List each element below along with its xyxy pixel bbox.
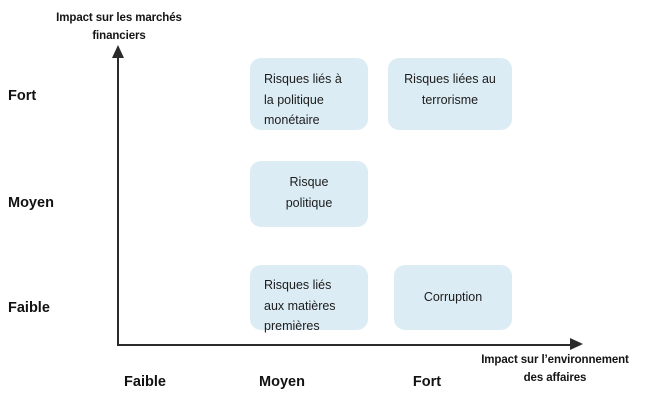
x-axis-arrowhead-icon (570, 338, 583, 350)
y-tick-label-faible: Faible (8, 300, 50, 316)
x-axis-title-line1: Impact sur l’environnement (481, 354, 629, 366)
x-tick-label-fort: Fort (412, 374, 442, 390)
risk-box-commodities-line3: premières (264, 319, 320, 334)
x-axis-title-line2: des affaires (523, 371, 587, 384)
risk-box-commodities[interactable]: Risques liés aux matières premières (250, 265, 368, 333)
y-axis-line (117, 57, 119, 346)
risk-box-commodities-line1: Risques liés (264, 278, 332, 292)
risk-box-monetary-policy-line3: monétaire (264, 113, 320, 128)
risk-box-terrorism-line2: terrorisme (421, 92, 479, 107)
risk-box-political[interactable]: Risque politique (250, 161, 368, 227)
y-tick-label-moyen: Moyen (8, 195, 54, 211)
y-axis-title-line2: financiers (92, 29, 146, 42)
x-axis-title: Impact sur l’environnement des affaires (461, 352, 649, 388)
x-tick-label-faible: Faible (124, 374, 166, 390)
risk-box-terrorism-line1: Risques liées au (404, 72, 496, 86)
y-axis-title: Impact sur les marchés financiers (38, 10, 200, 46)
risk-box-monetary-policy[interactable]: Risques liés à la politique monétaire (250, 58, 368, 130)
risk-box-monetary-policy-line2: la politique (264, 92, 324, 107)
risk-box-terrorism[interactable]: Risques liées au terrorisme (388, 58, 512, 130)
risk-box-monetary-policy-line1: Risques liés à (264, 72, 342, 86)
risk-box-political-line2: politique (285, 195, 333, 210)
y-axis-title-line1: Impact sur les marchés (56, 12, 182, 24)
risk-box-corruption-line1: Corruption (423, 290, 483, 305)
x-axis-line (117, 344, 572, 346)
risk-box-commodities-line2: aux matières (264, 298, 336, 313)
risk-box-political-line1: Risque (289, 175, 329, 189)
risk-box-corruption[interactable]: Corruption (394, 265, 512, 330)
y-axis-arrowhead-icon (112, 45, 124, 58)
x-tick-label-moyen: Moyen (259, 374, 305, 390)
y-tick-label-fort: Fort (8, 88, 37, 104)
